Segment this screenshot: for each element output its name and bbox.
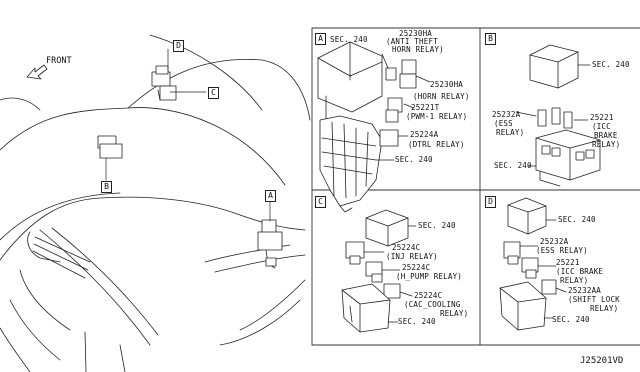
panel-d-relays	[499, 197, 567, 331]
part-25221-d-desc1: (ICC BRAKE	[556, 267, 604, 276]
part-25221-d: 25221	[556, 258, 580, 267]
part-25230ha-1: 25230HA	[399, 29, 433, 38]
panel-d-sec-bottom: SEC. 240	[552, 315, 590, 324]
callout-leaders	[105, 48, 271, 222]
part-25221-b-desc3: RELAY)	[592, 140, 621, 149]
panel-a-sec-top: SEC. 240	[330, 35, 368, 44]
part-25232aa: 25232AA	[568, 286, 602, 295]
part-25232a-d-desc: (ESS RELAY)	[536, 246, 588, 255]
part-25224c-1-desc: (INJ RELAY)	[386, 252, 438, 261]
part-25224c-2-desc: (H_PUMP RELAY)	[396, 272, 463, 281]
part-25221-b-desc2: BRAKE	[594, 131, 618, 140]
relay-a-location	[257, 219, 283, 269]
front-label: FRONT	[46, 56, 72, 66]
panel-d-sec-top: SEC. 240	[558, 215, 596, 224]
panel-c-sec-top: SEC. 240	[418, 221, 456, 230]
callout-b: B	[101, 181, 112, 193]
panel-a-tag: A	[315, 33, 326, 45]
part-25224c-1: 25224C	[392, 243, 421, 252]
panel-c-relays	[341, 209, 417, 333]
relay-d-location	[151, 65, 177, 101]
callout-a: A	[265, 190, 276, 202]
part-25230ha-2-desc: (HORN RELAY)	[413, 92, 470, 101]
part-25230ha-1-desc2: HORN RELAY)	[392, 45, 444, 54]
part-25232aa-desc1: (SHIFT LOCK	[568, 295, 620, 304]
part-25232a-d: 25232A	[540, 237, 569, 246]
vehicle-outline	[0, 34, 311, 372]
callout-d: D	[173, 40, 184, 52]
panel-a-sec-bottom: SEC. 240	[395, 155, 433, 164]
relay-b-location	[97, 135, 123, 159]
part-25224c-3-desc1: (CAC_COOLING	[404, 300, 461, 309]
part-25232aa-desc2: RELAY)	[590, 304, 619, 313]
part-25221-b-desc1: (ICC	[592, 122, 611, 131]
part-25232a-b: 25232A	[492, 110, 521, 119]
panel-c-tag: C	[315, 196, 326, 208]
diagram-code: J25201VD	[580, 356, 624, 366]
panel-d-tag: D	[485, 196, 496, 208]
panel-c-sec-bottom: SEC. 240	[398, 317, 436, 326]
part-25224c-3-desc2: RELAY)	[440, 309, 469, 318]
panel-b-sec-top: SEC. 240	[592, 60, 630, 69]
panel-b-tag: B	[485, 33, 496, 45]
panel-a-fuse-block	[317, 41, 431, 213]
part-25224a: 25224A	[410, 130, 439, 139]
part-25221t-desc: (PWM-1 RELAY)	[406, 112, 468, 121]
part-25232a-b-desc2: RELAY)	[496, 128, 525, 137]
front-arrow-icon	[26, 64, 48, 80]
part-25224a-desc: (DTRL RELAY)	[408, 140, 465, 149]
part-25224c-3: 25224C	[414, 291, 443, 300]
part-25224c-2: 25224C	[402, 263, 431, 272]
part-25221t: 25221T	[411, 103, 440, 112]
part-25230ha-1-desc1: (ANTI THEFT	[386, 37, 438, 46]
callout-c: C	[208, 87, 219, 99]
part-25221-d-desc2: RELAY)	[560, 276, 589, 285]
part-25221-b: 25221	[590, 113, 614, 122]
panel-b-relay-box	[515, 44, 601, 187]
panel-b-sec-bottom: SEC. 240	[494, 161, 532, 170]
part-25232a-b-desc1: (ESS	[494, 119, 513, 128]
part-25230ha-2: 25230HA	[430, 80, 464, 89]
